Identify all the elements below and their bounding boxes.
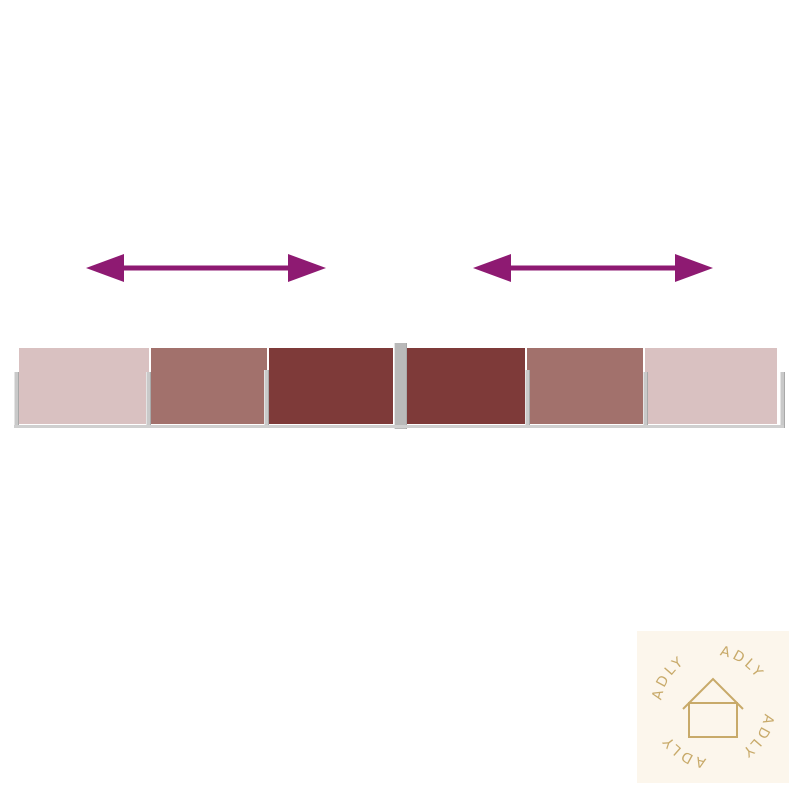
center-cassette-post (394, 343, 407, 429)
left-double-arrow-icon (86, 254, 326, 282)
support-pole (525, 370, 530, 428)
right-double-arrow-icon (473, 254, 713, 282)
support-pole (780, 372, 785, 428)
support-pole (643, 372, 648, 428)
house-outline-icon (682, 677, 744, 738)
awning-panel-right-outer (645, 348, 777, 424)
svg-text:ADLY: ADLY (738, 713, 777, 762)
svg-text:ADLY: ADLY (649, 653, 688, 702)
support-pole (264, 370, 269, 428)
awning-panel-left-inner (269, 348, 393, 424)
awning-panel-right-middle (527, 348, 643, 424)
awning-panel-left-middle (151, 348, 267, 424)
support-pole (14, 372, 19, 428)
svg-text:ADLY: ADLY (719, 643, 768, 682)
brand-watermark: ADLY ADLY ADLY ADLY (637, 631, 789, 783)
awning-panel-left-outer (19, 348, 149, 424)
ground-base-line (14, 425, 784, 428)
awning-panel-right-inner (407, 348, 525, 424)
support-pole (146, 372, 151, 428)
brand-seal: ADLY ADLY ADLY ADLY (649, 643, 777, 770)
